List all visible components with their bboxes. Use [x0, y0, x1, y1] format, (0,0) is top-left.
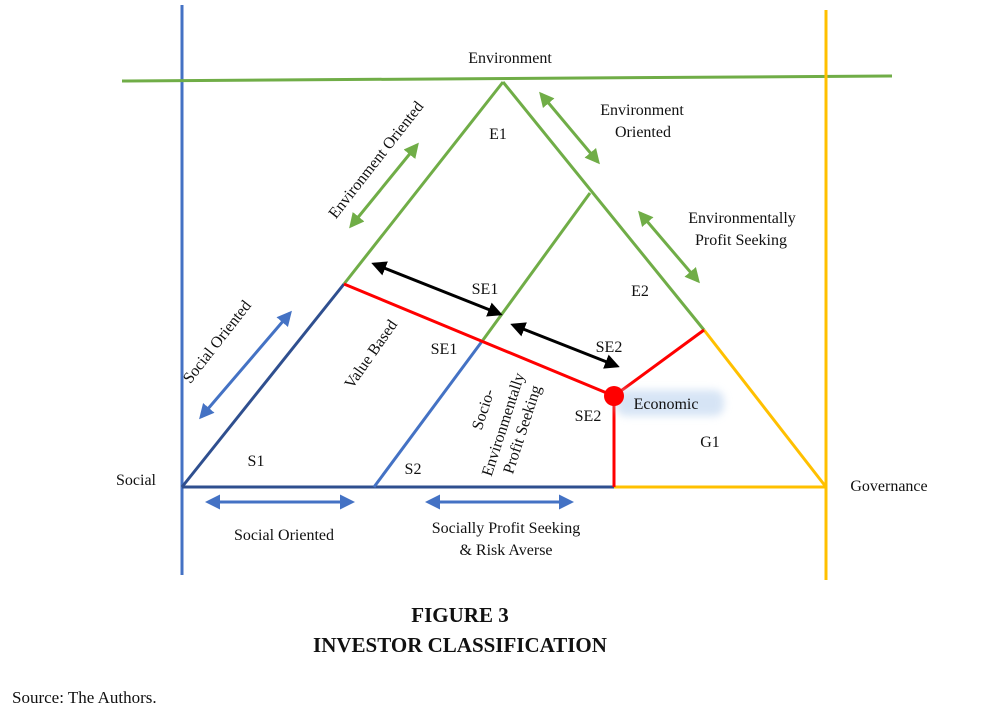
inner-divider-blue: [372, 339, 485, 488]
region-se2-top: SE2: [596, 339, 623, 356]
label-social-oriented-bottom: Social Oriented: [234, 527, 334, 544]
economic-label-highlight: [616, 390, 724, 416]
figure-title: INVESTOR CLASSIFICATION: [313, 633, 607, 657]
label-environment-oriented-right-line1: Environment: [600, 102, 684, 119]
arrow-environment-oriented-left: [349, 142, 419, 229]
triangle-edge-right-yellow: [702, 329, 828, 488]
investor-classification-diagram: Environment Social Governance E1 E2 SE1 …: [116, 5, 928, 580]
triangle-edge-right-green: [501, 81, 706, 331]
label-env-profit-seeking-line2: Profit Seeking: [695, 232, 787, 249]
region-e1: E1: [489, 126, 507, 143]
figure-number: FIGURE 3: [411, 603, 509, 627]
label-social-oriented-left: Social Oriented: [180, 298, 255, 387]
region-se1-mid: SE1: [431, 341, 458, 358]
label-env-profit-seeking-line1: Environmentally: [688, 210, 796, 227]
label-economic: Economic: [634, 396, 699, 413]
label-environment-oriented-right-line2: Oriented: [615, 124, 671, 141]
governance-axis-label: Governance: [850, 478, 927, 495]
label-socially-profit-line1: Socially Profit Seeking: [432, 520, 580, 537]
region-s2: S2: [405, 461, 422, 478]
economic-point: [604, 386, 624, 406]
arrow-environment-oriented-right: [539, 91, 600, 165]
arrow-se2: [510, 322, 620, 369]
arrow-se1: [371, 261, 503, 317]
label-socially-profit-line2: & Risk Averse: [459, 542, 552, 559]
region-se2-mid: SE2: [575, 408, 602, 425]
region-g1: G1: [700, 434, 720, 451]
region-se1-top: SE1: [472, 281, 499, 298]
arrow-social-oriented-left: [199, 310, 292, 420]
arrow-environmentally-profit-seeking: [638, 210, 700, 284]
social-axis-label: Social: [116, 472, 157, 489]
economic-boundary-upper-right: [613, 328, 705, 398]
environment-axis-label: Environment: [468, 50, 552, 67]
label-environment-oriented-left: Environment Oriented: [326, 98, 428, 222]
environment-axis-line: [121, 74, 893, 83]
region-e2: E2: [631, 283, 649, 300]
label-value-based: Value Based: [342, 317, 402, 392]
inner-divider-green: [481, 192, 592, 341]
source-note: Source: The Authors.: [12, 688, 157, 707]
triangle-edge-left-green: [342, 81, 505, 285]
region-s1: S1: [248, 453, 265, 470]
